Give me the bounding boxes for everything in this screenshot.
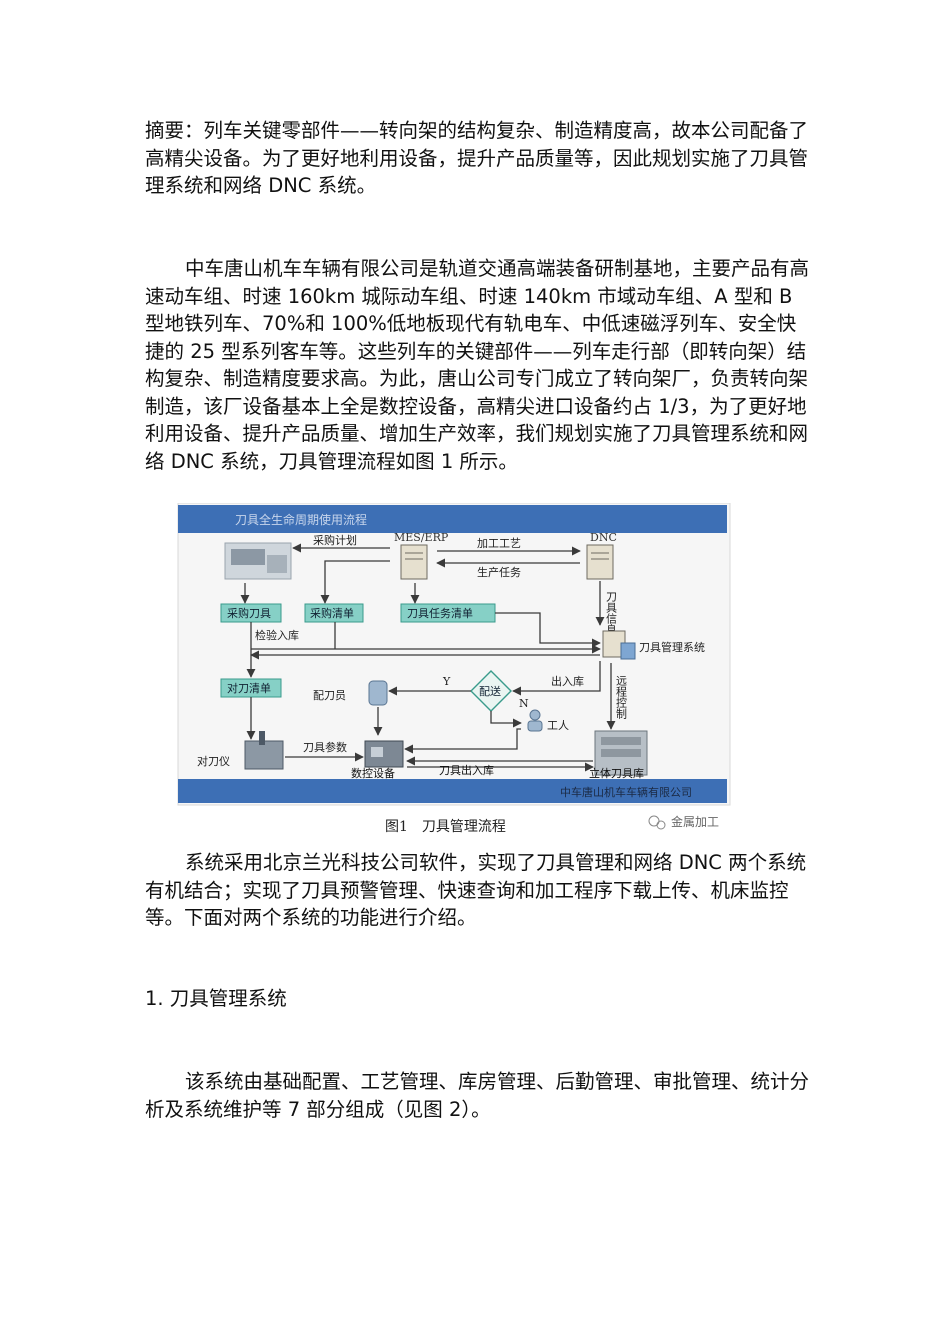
dnc-label: DNC <box>590 531 617 544</box>
section-heading: 1. 刀具管理系统 <box>145 987 287 1010</box>
worker-label: 工人 <box>547 719 569 732</box>
tool-presetter-label: 对刀仪 <box>197 754 230 768</box>
header-band <box>178 505 727 533</box>
mes-erp-label: MES/ERP <box>394 531 449 544</box>
tool-task-list-label: 刀具任务清单 <box>407 607 473 620</box>
intro-paragraph: 中车唐山机车车辆有限公司是轨道交通高端装备研制基地，主要产品有高速动车组、时速 … <box>145 257 810 473</box>
tool-setting-list-label: 对刀清单 <box>227 681 271 695</box>
wechat-icon <box>648 815 666 830</box>
cnc-equipment-icon <box>364 740 404 768</box>
purchase-list-box <box>304 603 364 623</box>
remote-control-label: 远程控制 <box>615 675 628 719</box>
tool-presetter-icon <box>244 731 284 770</box>
watermark-text: 金属加工 <box>671 814 719 829</box>
factory-image <box>224 542 292 580</box>
cnc-equipment-label: 数控设备 <box>351 766 395 780</box>
figure-caption: 图1 刀具管理流程 <box>385 819 506 835</box>
tool-params-label: 刀具参数 <box>303 740 347 754</box>
purchase-plan-label: 采购计划 <box>313 533 357 547</box>
tool-management-flowchart: 刀具全生命周期使用流程 中车唐山机车车辆有限公司 MES/ERP <box>177 502 731 835</box>
tool-mgmt-system-label: 刀具管理系统 <box>639 640 705 654</box>
worker-icon <box>527 709 543 732</box>
footer-band <box>178 779 727 803</box>
tool-fitter-label: 配刀员 <box>313 689 346 702</box>
purchase-list-label: 采购清单 <box>310 606 354 620</box>
tool-warehouse-label: 立体刀具库 <box>589 766 644 780</box>
header-band-text: 刀具全生命周期使用流程 <box>235 512 367 527</box>
yes-label: Y <box>442 675 451 688</box>
after-figure-paragraph: 系统采用北京兰光科技公司软件，实现了刀具管理和网络 DNC 两个系统有机结合；实… <box>145 851 807 929</box>
in-out-store-label: 出入库 <box>551 674 584 688</box>
tool-mgmt-server-icon <box>602 630 636 660</box>
dnc-server-icon <box>586 544 614 580</box>
inspect-store-label: 检验入库 <box>255 628 299 642</box>
tool-in-out-label: 刀具出入库 <box>439 763 494 777</box>
no-label: N <box>519 697 529 710</box>
footer-band-text: 中车唐山机车车辆有限公司 <box>560 785 692 799</box>
production-task-label: 生产任务 <box>477 565 521 579</box>
tool-warehouse-image <box>594 730 648 776</box>
distribute-label: 配送 <box>479 684 501 698</box>
abstract-paragraph: 摘要：列车关键零部件——转向架的结构复杂、制造精度高，故本公司配备了高精尖设备。… <box>145 119 809 197</box>
tool-fitter-icon <box>368 680 388 706</box>
section-paragraph: 该系统由基础配置、工艺管理、库房管理、后勤管理、审批管理、统计分析及系统维护等 … <box>145 1070 810 1121</box>
mes-erp-server-icon <box>400 544 428 580</box>
purchase-tool-label: 采购刀具 <box>227 606 271 620</box>
figure-1: 刀具全生命周期使用流程 中车唐山机车车辆有限公司 MES/ERP <box>175 502 735 839</box>
process-label: 加工工艺 <box>477 537 521 550</box>
